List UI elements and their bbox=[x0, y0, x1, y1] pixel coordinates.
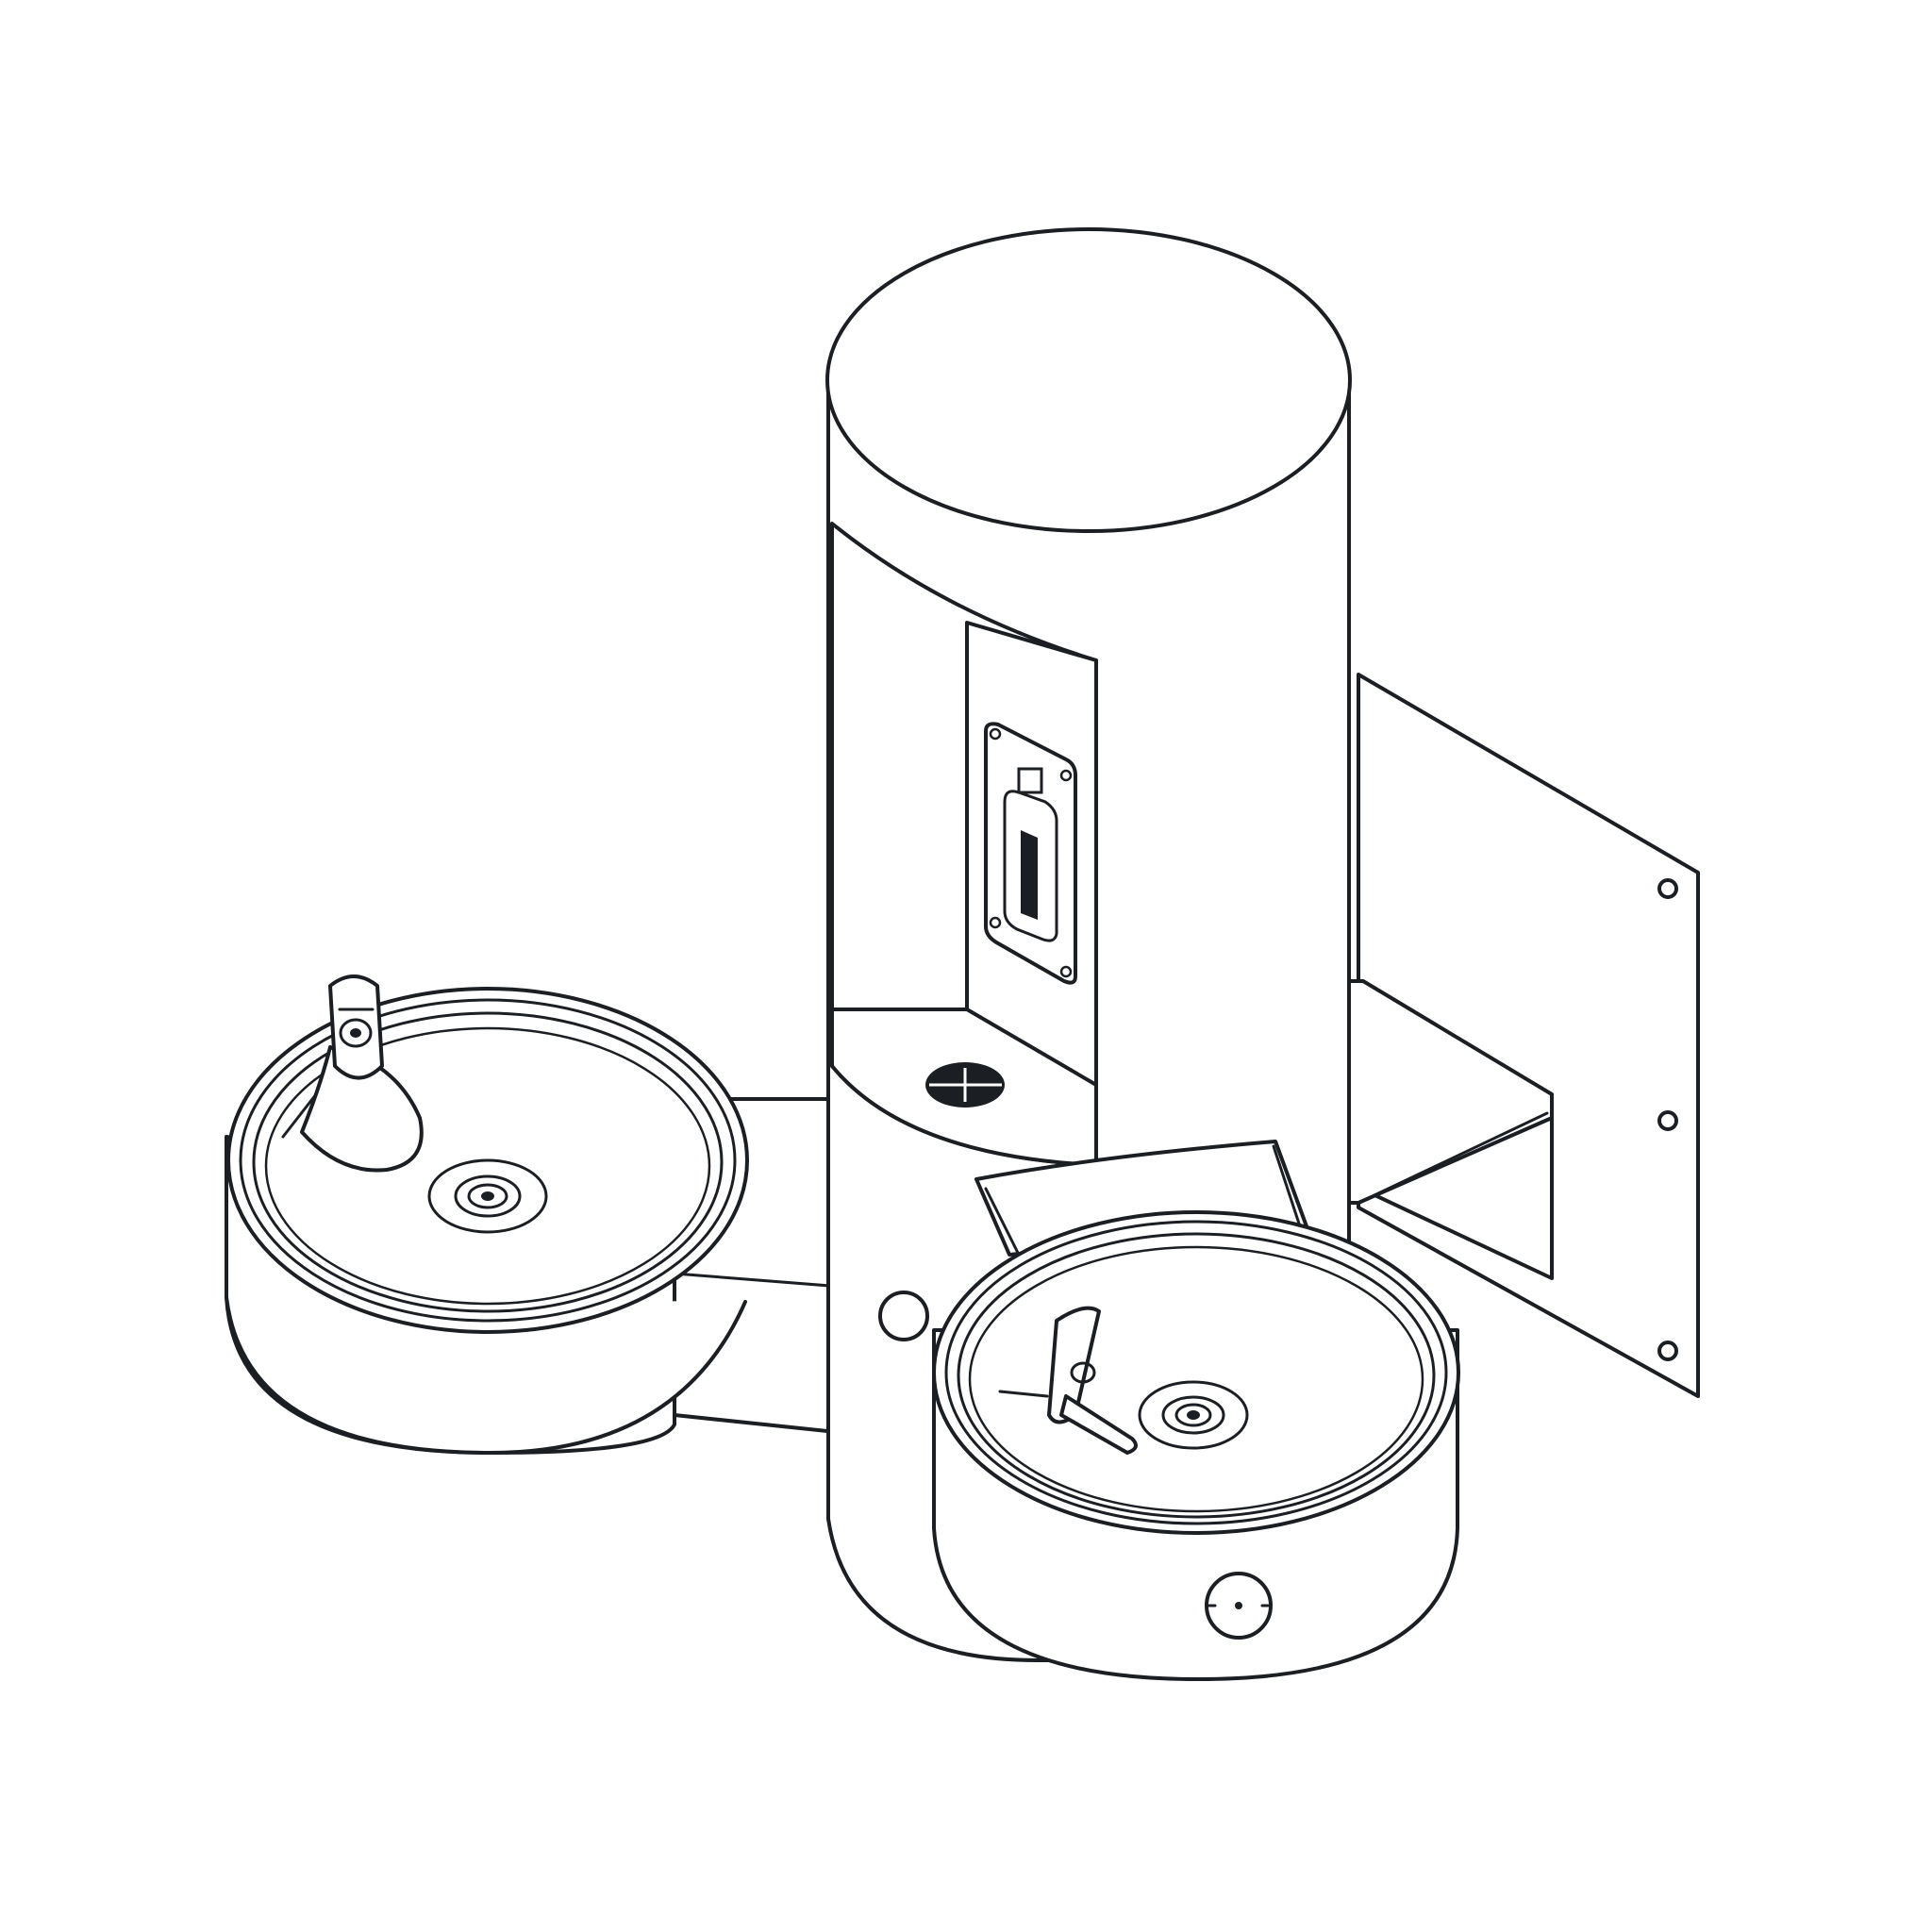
right-bubbler[interactable] bbox=[998, 1306, 1138, 1455]
right-bowl bbox=[932, 1210, 1460, 1681]
mounting-screw bbox=[1657, 1341, 1678, 1361]
tower-side-button[interactable] bbox=[878, 1291, 929, 1341]
mounting-screw bbox=[1657, 878, 1678, 899]
bottle-filler-label-plate bbox=[984, 722, 1077, 985]
left-bubbler[interactable] bbox=[281, 974, 424, 1173]
label-text-graphic bbox=[1021, 830, 1038, 920]
right-drain bbox=[1138, 1380, 1249, 1450]
mounting-screw bbox=[1657, 1110, 1678, 1131]
left-bowl bbox=[225, 974, 749, 1455]
bottle-icon bbox=[1003, 790, 1058, 942]
bottle-filler-niche bbox=[830, 522, 1098, 1167]
left-drain bbox=[427, 1158, 548, 1234]
right-bowl-push-button[interactable] bbox=[1205, 1572, 1273, 1640]
